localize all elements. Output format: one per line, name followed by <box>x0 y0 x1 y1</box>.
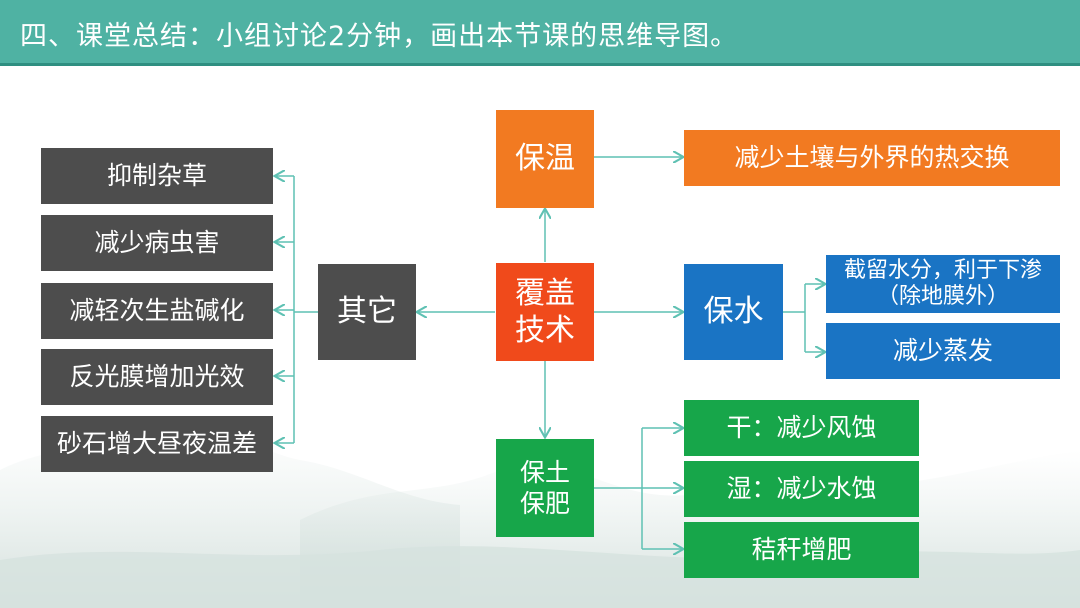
branch-bottom-detail-1-text: 干：减少风蚀 <box>726 413 877 443</box>
branch-left-detail-1: 抑制杂草 <box>41 148 273 204</box>
page-title: 四、课堂总结：小组讨论2分钟，画出本节课的思维导图。 <box>20 21 739 52</box>
branch-bottom-label: 保土保肥 <box>519 457 570 518</box>
branch-right-detail-2: 减少蒸发 <box>826 323 1060 379</box>
branch-bottom-detail-1: 干：减少风蚀 <box>684 400 919 456</box>
title-bar: 四、课堂总结：小组讨论2分钟，画出本节课的思维导图。 <box>0 0 1080 66</box>
branch-top-node: 保温 <box>496 110 594 208</box>
branch-left-label: 其它 <box>337 294 397 330</box>
branch-top-detail-text: 减少土壤与外界的热交换 <box>734 143 1010 173</box>
branch-right-detail-1-text: 截留水分，利于下渗（除地膜外） <box>843 257 1042 309</box>
branch-left-detail-4-text: 反光膜增加光效 <box>69 362 245 392</box>
branch-bottom-detail-2: 湿：减少水蚀 <box>684 461 919 517</box>
center-node: 覆盖技术 <box>496 263 594 361</box>
center-label: 覆盖技术 <box>515 275 575 349</box>
branch-left-detail-3-text: 减轻次生盐碱化 <box>69 296 245 326</box>
branch-top-label: 保温 <box>515 141 575 177</box>
branch-right-node: 保水 <box>684 264 783 360</box>
branch-left-detail-2: 减少病虫害 <box>41 215 273 271</box>
branch-left-detail-5-text: 砂石增大昼夜温差 <box>56 429 257 459</box>
branch-bottom-detail-3: 秸秆增肥 <box>684 522 919 578</box>
branch-left-node: 其它 <box>318 264 416 360</box>
branch-left-detail-1-text: 抑制杂草 <box>106 161 207 191</box>
branch-right-label: 保水 <box>703 294 764 330</box>
branch-right-detail-2-text: 减少蒸发 <box>892 336 993 366</box>
branch-right-detail-1: 截留水分，利于下渗（除地膜外） <box>826 255 1060 313</box>
branch-left-detail-5: 砂石增大昼夜温差 <box>41 416 273 472</box>
branch-bottom-detail-2-text: 湿：减少水蚀 <box>726 474 877 504</box>
branch-top-detail: 减少土壤与外界的热交换 <box>684 130 1060 186</box>
branch-bottom-node: 保土保肥 <box>496 439 594 537</box>
branch-bottom-detail-3-text: 秸秆增肥 <box>751 535 852 565</box>
branch-left-detail-4: 反光膜增加光效 <box>41 349 273 405</box>
branch-left-detail-3: 减轻次生盐碱化 <box>41 283 273 339</box>
branch-left-detail-2-text: 减少病虫害 <box>94 228 220 258</box>
